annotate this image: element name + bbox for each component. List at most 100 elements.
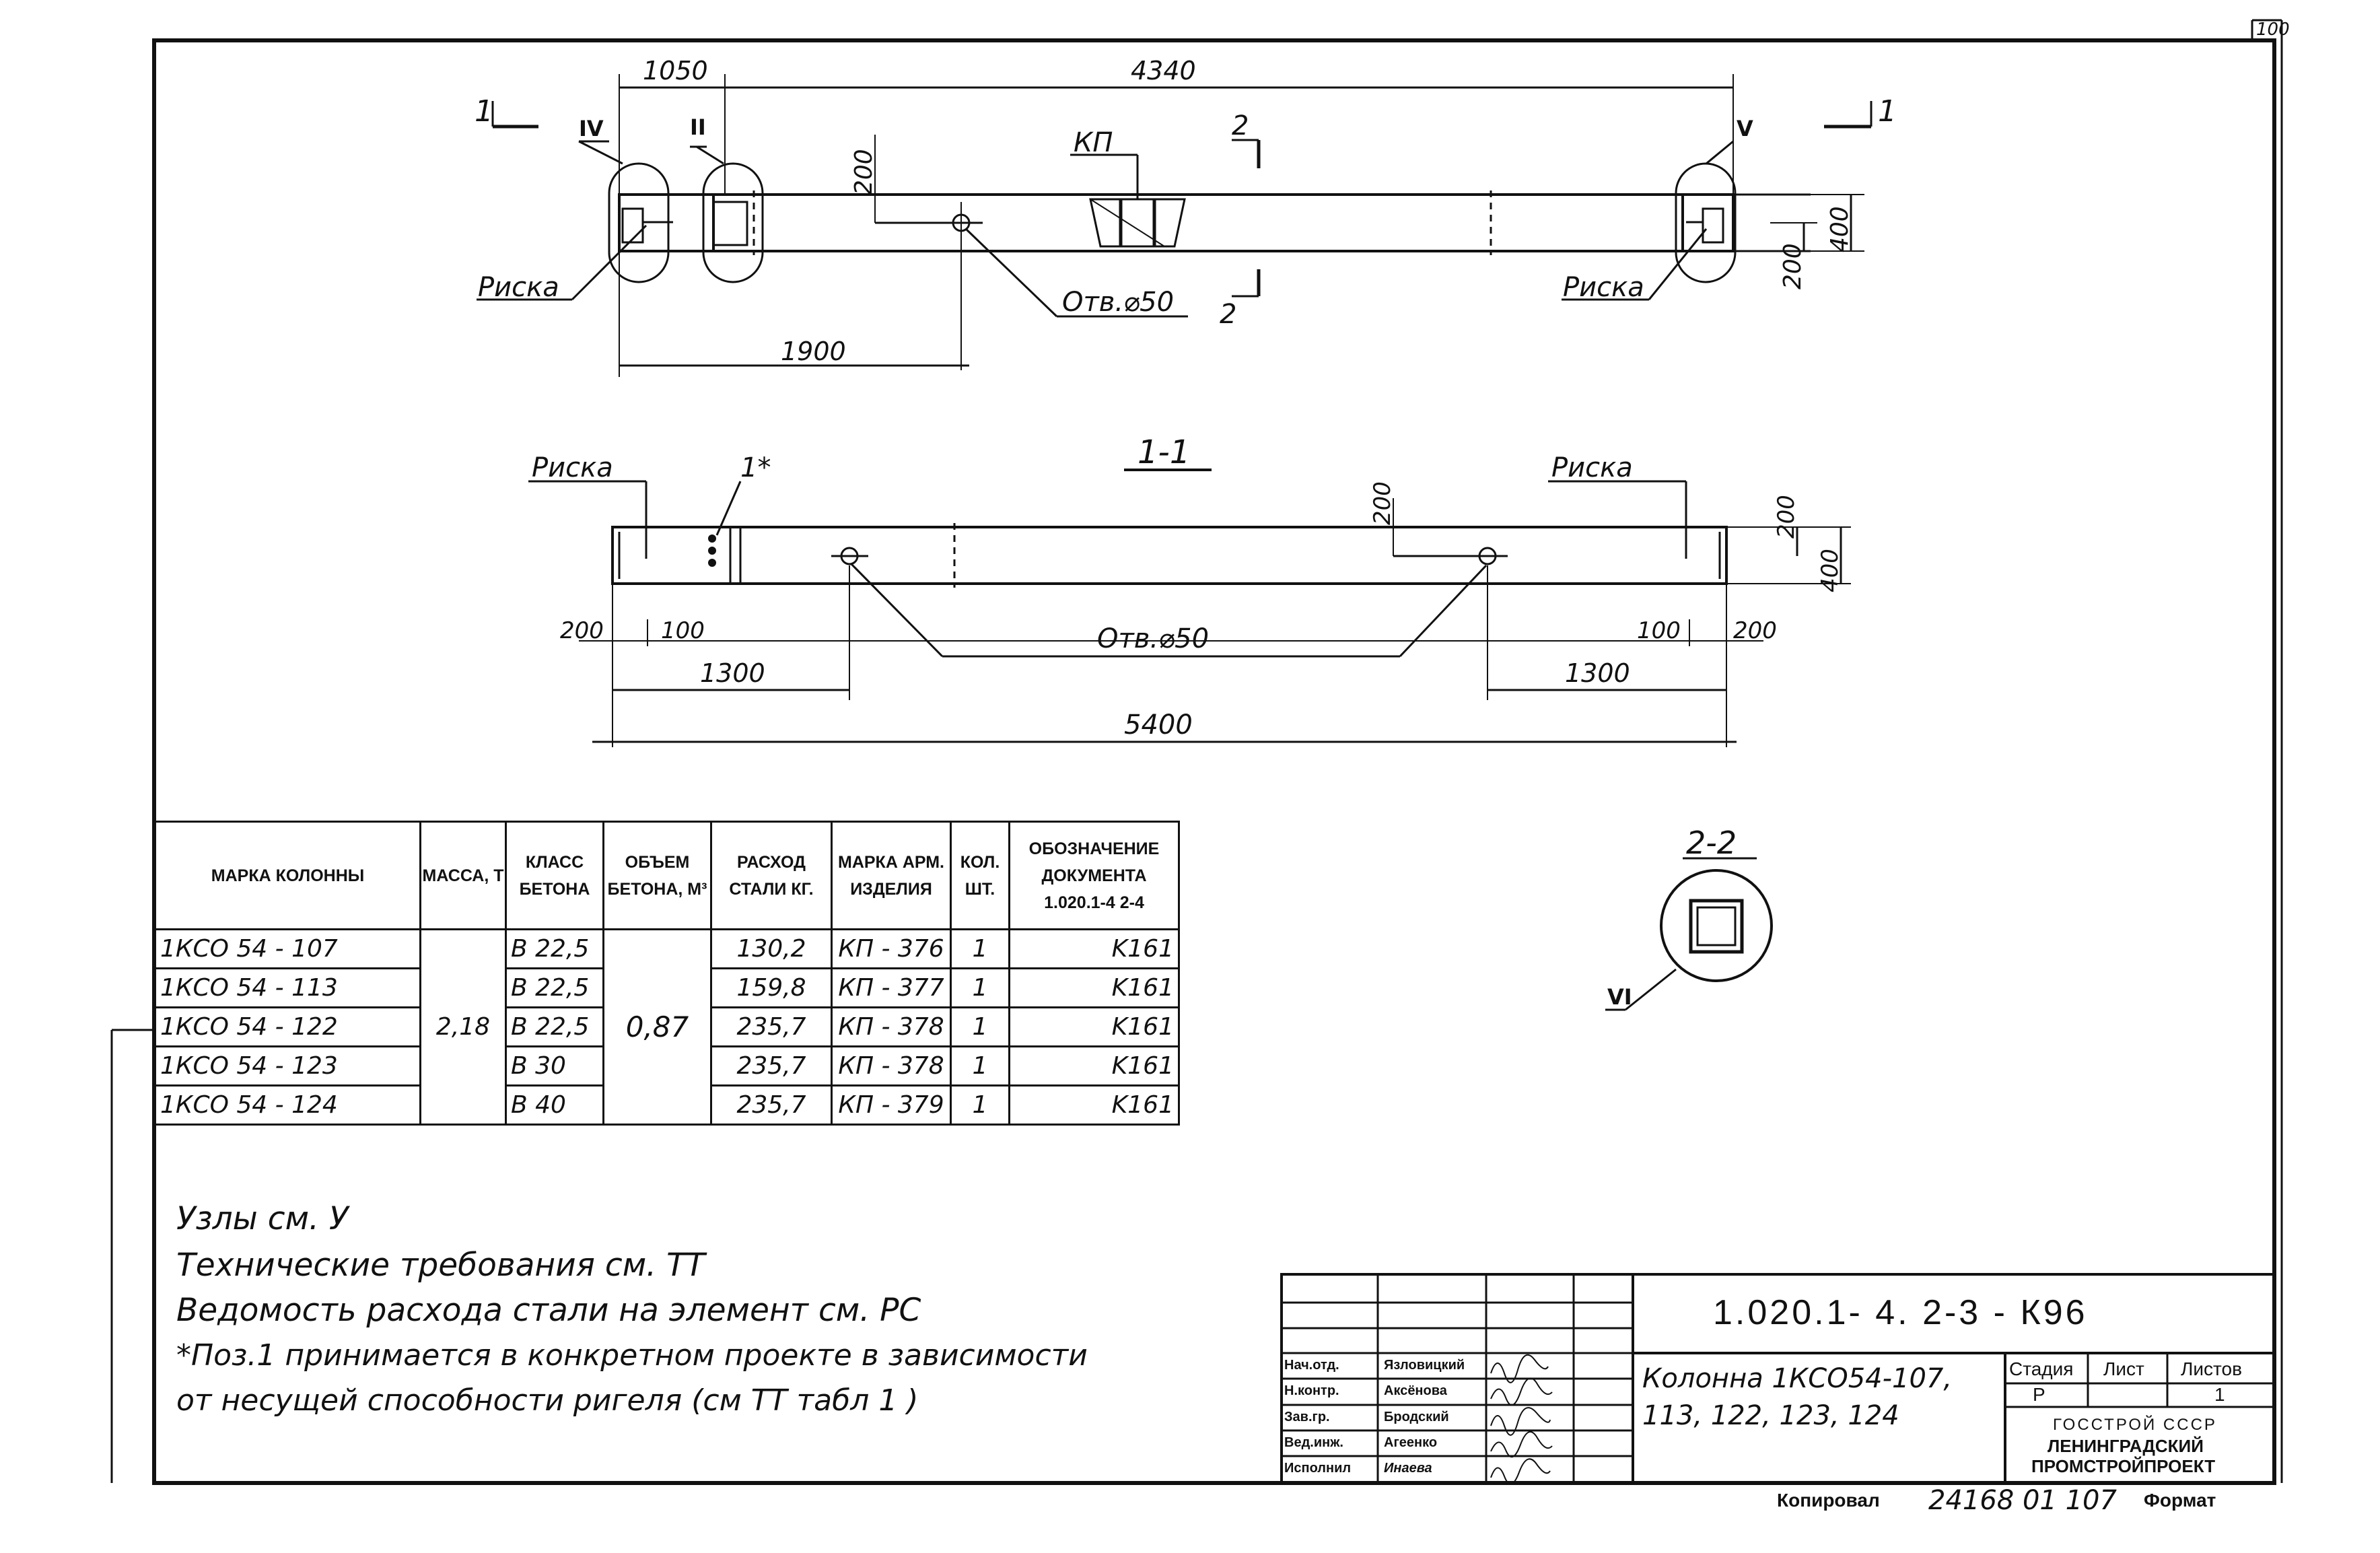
cell-mark: 1КСО 54 - 122	[154, 1006, 421, 1047]
header-steel: РАСХОД СТАЛИ КГ.	[710, 821, 833, 930]
elevation-dim-200-top: 200	[1369, 481, 1396, 525]
note-bearing-capacity: от несущей способности ригеля (см ТТ таб…	[176, 1383, 919, 1418]
cell-concrete: B 40	[505, 1084, 604, 1126]
elevation-view	[528, 469, 1851, 747]
cell-doc: K161	[1008, 1006, 1180, 1047]
sheet-header: Лист	[2103, 1358, 2144, 1379]
org-line3: ПРОМСТРОЙПРОЕКТ	[2031, 1456, 2216, 1476]
cell-qty: 1	[950, 1045, 1010, 1086]
plan-section-2-top: 2	[1232, 110, 1249, 141]
copy-number: 24168 01 107	[1928, 1485, 2117, 1516]
role-3: Зав.гр.	[1284, 1410, 1330, 1424]
elevation-dim-400: 400	[1817, 549, 1844, 592]
section-2-2	[1605, 857, 1773, 1011]
cell-qty: 1	[950, 928, 1010, 969]
cell-doc: K161	[1008, 1045, 1180, 1086]
cell-volume: 0,87	[602, 928, 712, 1126]
cell-mark: 1КСО 54 - 113	[154, 967, 421, 1008]
org-line1: ГОССТРОЙ СССР	[2053, 1416, 2217, 1434]
drawing-title-line1: Колонна 1КСО54-107,	[1642, 1363, 1953, 1394]
elevation-hole-label: Отв.⌀50	[1097, 623, 1209, 654]
elevation-dim-1300-right: 1300	[1565, 658, 1630, 688]
cell-arm: КП - 378	[831, 1045, 952, 1086]
note-nodes: Узлы см. У	[176, 1200, 349, 1237]
stage-header: Стадия	[2009, 1358, 2074, 1379]
table-row: 1КСО 54 - 122 B 22,5 235,7 КП - 378 1 K1…	[154, 1006, 1180, 1047]
cell-doc: K161	[1008, 967, 1180, 1008]
cell-qty: 1	[950, 1006, 1010, 1047]
plan-section-2-bottom: 2	[1220, 299, 1236, 330]
name-1: Язловицкий	[1384, 1358, 1465, 1373]
signature-2	[1490, 1377, 1553, 1406]
plan-section-1-right: 1	[1878, 94, 1897, 129]
cell-concrete: B 30	[505, 1045, 604, 1086]
cell-qty: 1	[950, 967, 1010, 1008]
cell-steel: 159,8	[710, 967, 833, 1008]
plan-dim-1050: 1050	[643, 56, 708, 85]
sheets-header: Листов	[2181, 1358, 2242, 1379]
cell-qty: 1	[950, 1084, 1010, 1126]
role-1: Нач.отд.	[1284, 1358, 1339, 1373]
cell-mark: 1КСО 54 - 123	[154, 1045, 421, 1086]
org-line2: ЛЕНИНГРАДСКИЙ	[2048, 1436, 2204, 1456]
plan-dim-1900: 1900	[781, 337, 846, 366]
role-5: Исполнил	[1284, 1461, 1352, 1476]
sheets-value: 1	[2214, 1384, 2225, 1405]
cell-doc: K161	[1008, 1084, 1180, 1126]
header-qty: КОЛ. ШТ.	[950, 821, 1010, 930]
plan-hole-label: Отв.⌀50	[1062, 287, 1174, 318]
plan-node-v: V	[1737, 116, 1753, 141]
plan-risk-right: Риска	[1563, 272, 1644, 303]
name-2: Аксёнова	[1384, 1383, 1447, 1398]
table-row: 1КСО 54 - 123 B 30 235,7 КП - 378 1 K161	[154, 1045, 1180, 1086]
name-3: Бродский	[1384, 1410, 1449, 1424]
name-5: Инаева	[1384, 1461, 1432, 1476]
elevation-dim-200-left-bottom: 200	[560, 617, 604, 644]
spec-table: МАРКА КОЛОННЫ МАССА, Т КЛАСС БЕТОНА ОБЪЕ…	[154, 821, 1180, 1126]
header-concrete-class: КЛАСС БЕТОНА	[505, 821, 604, 930]
note-steel-statement: Ведомость расхода стали на элемент см. Р…	[176, 1292, 921, 1329]
header-mass: МАССА, Т	[419, 821, 507, 930]
plan-risk-left: Риска	[478, 272, 559, 303]
elevation-risk-left: Риска	[532, 452, 613, 483]
cell-mark: 1КСО 54 - 107	[154, 928, 421, 969]
cell-arm: КП - 378	[831, 1006, 952, 1047]
plan-dim-200-vertical: 200	[850, 149, 878, 195]
header-arm-mark: МАРКА АРМ. ИЗДЕЛИЯ	[831, 821, 952, 930]
title-block-lines	[1280, 1273, 2276, 1485]
cell-steel: 235,7	[710, 1006, 833, 1047]
signature-3	[1490, 1407, 1551, 1436]
table-row: 1КСО 54 - 124 B 40 235,7 КП - 379 1 K161	[154, 1084, 1180, 1126]
section-2-2-node: VI	[1607, 984, 1632, 1010]
cell-steel: 235,7	[710, 1084, 833, 1126]
table-row: 1КСО 54 - 113 B 22,5 159,8 КП - 377 1 K1…	[154, 967, 1180, 1008]
note-position-1: *Поз.1 принимается в конкретном проекте …	[176, 1338, 1088, 1373]
cell-arm: КП - 379	[831, 1084, 952, 1126]
header-mark: МАРКА КОЛОННЫ	[154, 821, 421, 930]
elevation-pos-label: 1*	[740, 452, 771, 483]
section-2-2-title: 2-2	[1686, 825, 1737, 861]
cell-concrete: B 22,5	[505, 928, 604, 969]
role-4: Вед.инж.	[1284, 1435, 1343, 1450]
elevation-dim-200-right: 200	[1773, 495, 1800, 539]
drawing-title-line2: 113, 122, 123, 124	[1642, 1400, 1899, 1431]
elevation-dim-200-right-bottom: 200	[1733, 617, 1777, 644]
elevation-risk-right: Риска	[1551, 452, 1633, 483]
plan-dim-200-right: 200	[1779, 243, 1807, 289]
role-2: Н.контр.	[1284, 1383, 1339, 1398]
document-code: 1.020.1- 4. 2-3 - К96	[1713, 1293, 2088, 1332]
copied-label: Копировал	[1777, 1490, 1880, 1511]
cell-doc: K161	[1008, 928, 1180, 969]
plan-node-iv: IV	[579, 116, 604, 141]
cell-arm: КП - 376	[831, 928, 952, 969]
cell-concrete: B 22,5	[505, 1006, 604, 1047]
plan-section-1-left: 1	[475, 94, 493, 129]
plan-dim-400: 400	[1826, 206, 1854, 252]
cell-steel: 130,2	[710, 928, 833, 969]
name-4: Агеенко	[1384, 1435, 1438, 1450]
elevation-dim-1300-left: 1300	[700, 658, 765, 688]
elevation-dim-100-left: 100	[661, 617, 705, 644]
cell-concrete: B 22,5	[505, 967, 604, 1008]
plan-dim-4340: 4340	[1131, 56, 1196, 85]
